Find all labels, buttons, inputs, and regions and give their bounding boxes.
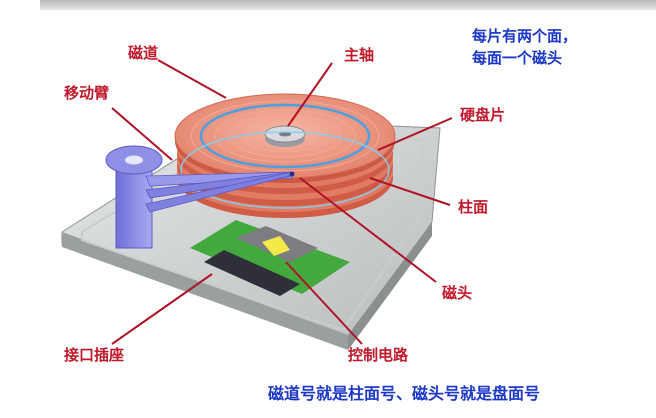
label-cylinder: 柱面 bbox=[458, 198, 488, 216]
label-head: 磁头 bbox=[442, 284, 472, 302]
label-arm: 移动臂 bbox=[64, 84, 109, 102]
note-line-1: 每片有两个面， bbox=[472, 26, 577, 46]
label-circuit: 控制电路 bbox=[348, 346, 408, 364]
label-spindle: 主轴 bbox=[344, 46, 374, 64]
caption: 磁道号就是柱面号、磁头号就是盘面号 bbox=[268, 384, 540, 404]
label-connector: 接口插座 bbox=[64, 346, 124, 364]
label-platter: 硬盘片 bbox=[460, 106, 505, 124]
platter-stack bbox=[175, 94, 395, 218]
label-track: 磁道 bbox=[128, 44, 158, 62]
note-line-2: 每面一个磁头 bbox=[472, 48, 562, 68]
